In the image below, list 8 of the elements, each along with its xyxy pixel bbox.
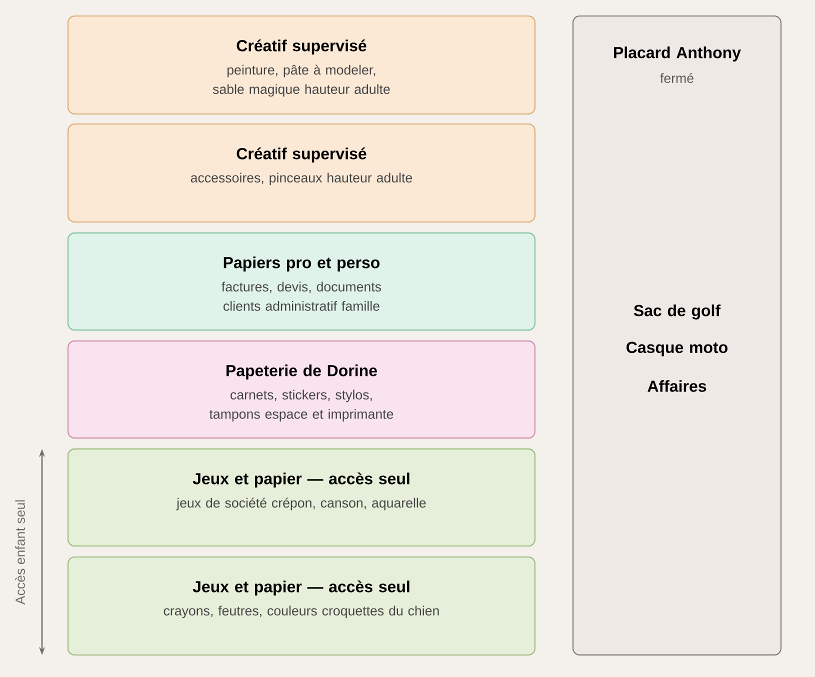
- storage-box: Créatif supervisé peinture, pâte à modeler, sable magique hauteur adulte: [68, 15, 536, 115]
- storage-box: Créatif supervisé accessoires, pinceaux hauteur adulte: [68, 123, 536, 223]
- storage-box: Papiers pro et perso factures, devis, documents clients administratif famille: [68, 232, 536, 331]
- storage-box: Jeux et papier — accès seul jeux de société crépon, canson, aquarelle: [68, 448, 536, 547]
- storage-box: Placard Anthony fermé Sac de golf Casque moto Affaires: [572, 16, 782, 656]
- storage-box: Papeterie de Dorine carnets, stickers, stylos, tampons espace et imprimante: [68, 340, 536, 439]
- side-label: Accès enfant seul: [15, 500, 25, 605]
- storage-box: Jeux et papier — accès seul crayons, feutres, couleurs croquettes du chien: [68, 556, 536, 656]
